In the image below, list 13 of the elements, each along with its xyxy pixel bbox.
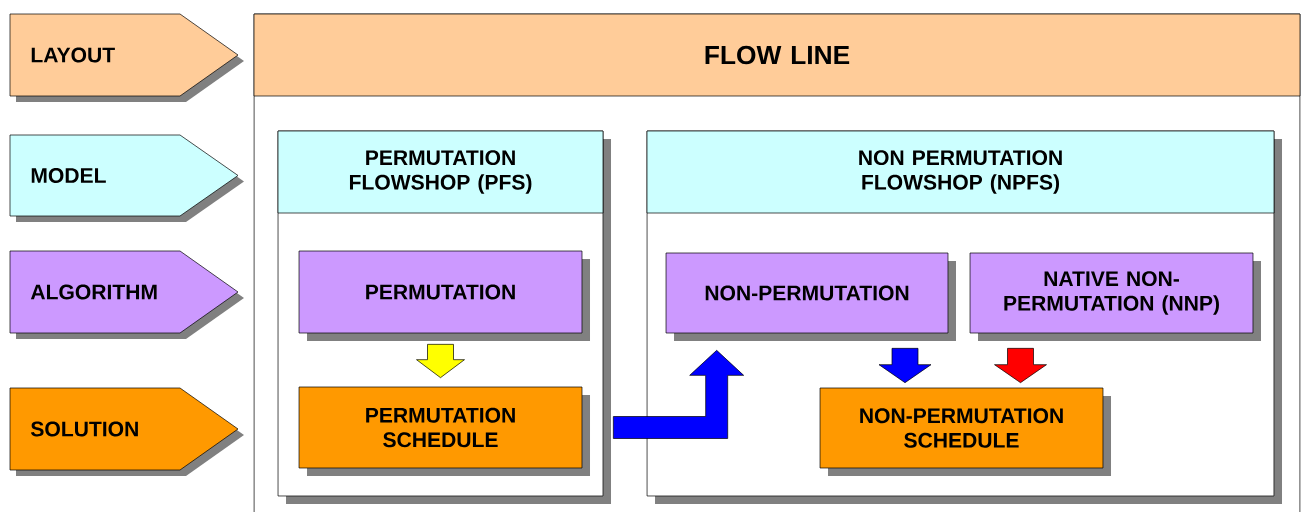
process-box: NATIVE NON-PERMUTATION (NNP): [969, 252, 1261, 341]
process-box: NON-PERMUTATION SCHEDULE: [819, 387, 1111, 476]
level-arrow-tag: MODEL: [9, 134, 244, 222]
level-arrow-tag: SOLUTION: [9, 387, 244, 476]
level-arrow-tag: LAYOUT: [9, 13, 244, 102]
block-arrow: [878, 348, 932, 383]
block-arrow: [613, 350, 745, 439]
process-box: PERMUTATION: [298, 250, 590, 341]
block-arrow: [994, 348, 1047, 383]
block-arrow: [416, 344, 465, 379]
process-box: NON-PERMUTATION: [665, 252, 956, 341]
process-box: PERMUTATION SCHEDULE: [298, 386, 590, 476]
level-arrow-tag: ALGORITHM: [9, 250, 244, 339]
